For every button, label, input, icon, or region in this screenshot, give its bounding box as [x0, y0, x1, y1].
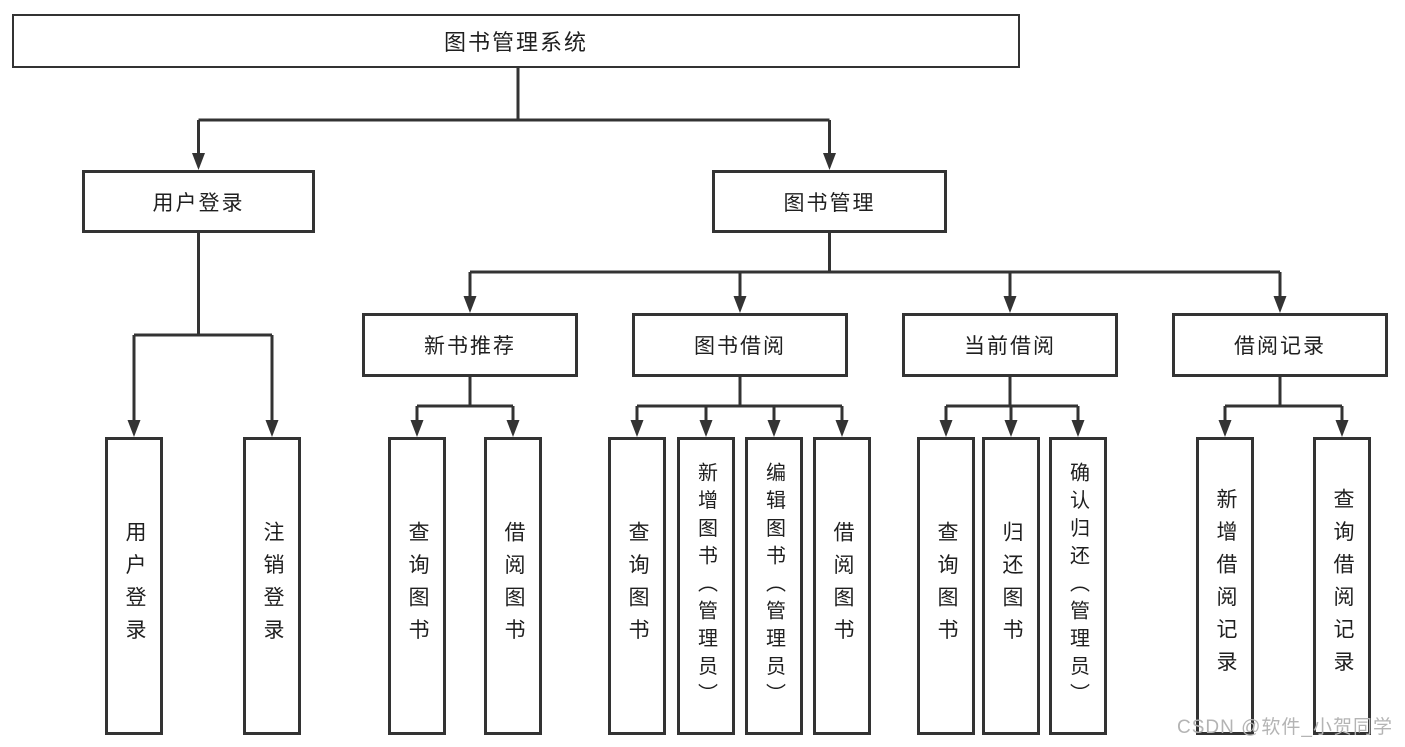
leaf-cb-return-books: 归还图书: [982, 437, 1040, 735]
leaf-nbr-query-books: 查询图书: [388, 437, 446, 735]
csdn-watermark: CSDN @软件_小贺同学: [1177, 717, 1393, 738]
leaf-user-login: 用户登录: [105, 437, 163, 735]
leaf-cb-query-books: 查询图书: [917, 437, 975, 735]
leaf-nbr-borrow-books: 借阅图书: [484, 437, 542, 735]
leaf-cb-confirm-return-admin: 确认归还（管理员）: [1049, 437, 1107, 735]
leaf-logout-login: 注销登录: [243, 437, 301, 735]
node-user-login: 用户登录: [82, 170, 315, 233]
leaf-bb-borrow-books: 借阅图书: [813, 437, 871, 735]
leaf-bb-add-books-admin: 新增图书（管理员）: [677, 437, 735, 735]
leaf-br-query-borrow-record: 查询借阅记录: [1313, 437, 1371, 735]
node-book-borrow: 图书借阅: [632, 313, 848, 377]
arrowheads: [127, 153, 1349, 437]
node-current-borrow: 当前借阅: [902, 313, 1118, 377]
node-borrow-records: 借阅记录: [1172, 313, 1388, 377]
node-new-book-recommend: 新书推荐: [362, 313, 578, 377]
leaf-br-add-borrow-record: 新增借阅记录: [1196, 437, 1254, 735]
node-book-management: 图书管理: [712, 170, 947, 233]
leaf-bb-edit-books-admin: 编辑图书（管理员）: [745, 437, 803, 735]
node-library-system: 图书管理系统: [12, 14, 1020, 68]
leaf-bb-query-books: 查询图书: [608, 437, 666, 735]
